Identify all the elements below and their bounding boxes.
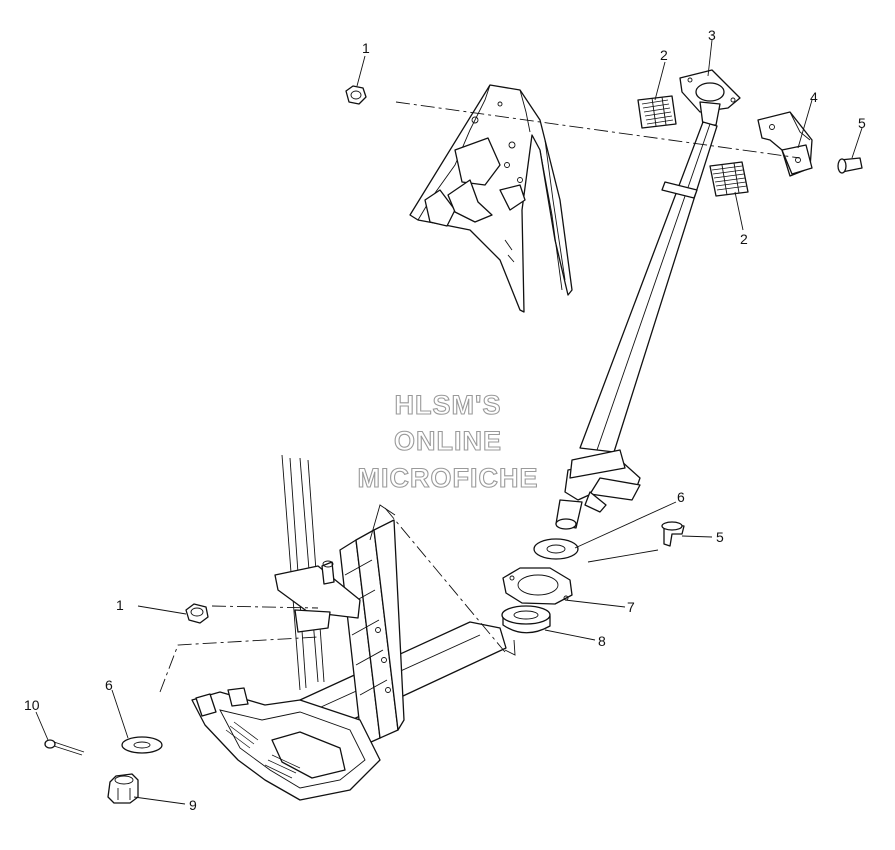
callout-7: 7 — [627, 599, 635, 615]
castle-nut — [107, 773, 139, 804]
lower-frame — [191, 454, 507, 801]
callout-9: 9 — [189, 797, 197, 813]
callout-1-upper: 1 — [362, 40, 370, 56]
flange-bolt-upper — [837, 157, 863, 174]
flange-bolt-mid — [661, 521, 685, 547]
steering-clamp — [757, 111, 813, 177]
leader-lines — [35, 39, 863, 805]
watermark-line-3: MICROFICHE — [358, 463, 539, 493]
steering-post — [555, 69, 741, 530]
watermark: HLSM'S ONLINE MICROFICHE — [357, 389, 539, 493]
flange-nut-lower — [185, 603, 209, 624]
centerlines — [159, 101, 801, 693]
watermark-line-1: HLSM'S — [395, 390, 502, 420]
callout-10: 10 — [24, 697, 40, 713]
callout-1-lower: 1 — [116, 597, 124, 613]
callout-labels: 1 2 3 4 5 2 6 5 7 8 1 6 10 9 — [24, 27, 866, 813]
watermark-line-2: ONLINE — [394, 426, 502, 456]
bearing-flange — [502, 567, 573, 605]
callout-8: 8 — [598, 633, 606, 649]
callout-4: 4 — [810, 89, 818, 105]
cotter-pin — [44, 739, 85, 756]
bearing — [501, 605, 551, 634]
callout-5-mid: 5 — [716, 529, 724, 545]
callout-6-lower: 6 — [105, 677, 113, 693]
washer-lower — [121, 736, 163, 754]
callout-2-upper: 2 — [660, 47, 668, 63]
bushing-half-lower — [709, 161, 749, 197]
bushing-half-upper — [637, 95, 677, 129]
callout-6-mid: 6 — [677, 489, 685, 505]
upper-frame-bracket — [409, 84, 573, 313]
callout-5-upper: 5 — [858, 115, 866, 131]
washer-mid — [533, 538, 579, 560]
callout-2-lower: 2 — [740, 231, 748, 247]
flange-nut-upper — [345, 85, 367, 105]
callout-3: 3 — [708, 27, 716, 43]
